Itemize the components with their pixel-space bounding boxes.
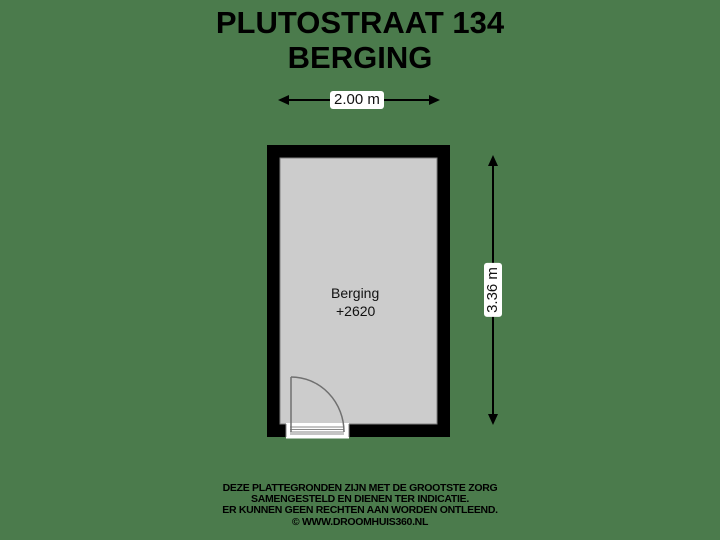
plan-title-address: PLUTOSTRAAT 134	[215, 5, 505, 40]
door-swing-arc	[290, 376, 345, 433]
disclaimer-line: ER KUNNEN GEEN RECHTEN AAN WORDEN ONTLEE…	[222, 504, 498, 517]
disclaimer: DEZE PLATTEGRONDEN ZIJN MET DE GROOTSTE …	[0, 482, 720, 528]
door	[285, 376, 350, 439]
disclaimer-copyright: © WWW.DROOMHUIS360.NL	[291, 515, 429, 528]
disclaimer-line: SAMENGESTELD EN DIENEN TER INDICATIE.	[251, 493, 469, 506]
arrow-right-icon	[429, 95, 440, 105]
depth-dimension-label: 3.36 m	[484, 263, 502, 317]
arrow-up-icon	[488, 155, 498, 166]
arrow-left-icon	[278, 95, 289, 105]
arrow-down-icon	[488, 414, 498, 425]
room-name-label: Berging	[331, 285, 380, 301]
disclaimer-line: DEZE PLATTEGRONDEN ZIJN MET DE GROOTSTE …	[222, 482, 498, 494]
room-level-label: +2620	[336, 303, 376, 319]
width-dimension-label: 2.00 m	[330, 91, 384, 109]
plan-title-subtitle: BERGING	[287, 40, 433, 75]
